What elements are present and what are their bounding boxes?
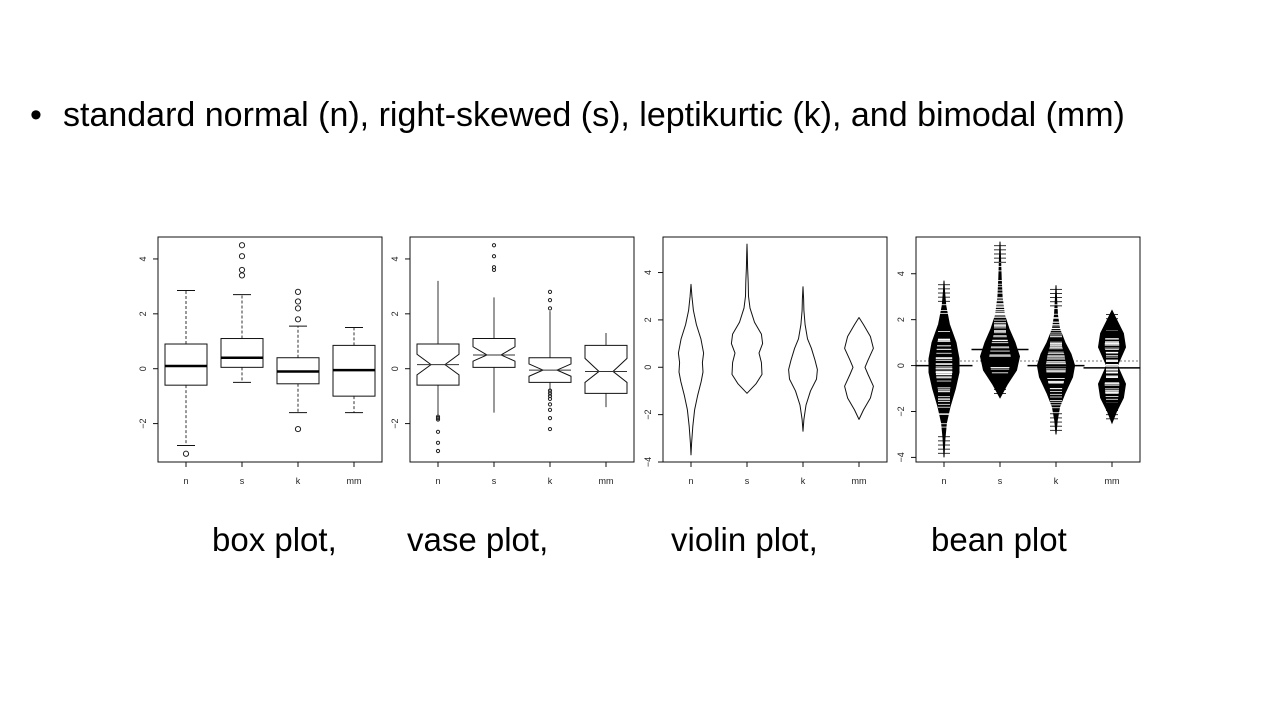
outlier-point	[547, 306, 553, 311]
violin-shape	[730, 243, 764, 394]
outlier-point	[294, 305, 302, 312]
bean-plot-chart: −4 −2 0 2 4 n s k mm	[896, 236, 1141, 486]
plot-area: −4 −2 0 2 4 n s k mm	[643, 236, 888, 486]
outlier-point	[547, 396, 553, 401]
violin-shape	[788, 286, 818, 432]
x-tick-label: s	[745, 476, 750, 486]
outlier-point	[294, 425, 302, 433]
x-tick-label: k	[1054, 476, 1059, 486]
x-tick-label: k	[296, 476, 301, 486]
outlier-point	[491, 243, 497, 248]
vase-plot-chart: −2 0 2 4 n s k mm	[390, 236, 635, 486]
outlier-point	[238, 266, 246, 274]
violin-shape	[844, 317, 874, 420]
x-tick-label: mm	[347, 476, 362, 486]
outlier-point	[238, 272, 246, 279]
bean-shape	[1036, 285, 1076, 435]
plot-frame	[662, 236, 888, 463]
x-tick-label: s	[998, 476, 1003, 486]
x-tick-label: s	[240, 476, 245, 486]
vase-body	[584, 344, 628, 394]
x-tick-label: mm	[852, 476, 867, 486]
x-tick-label: k	[548, 476, 553, 486]
caption-box-plot: box plot,	[212, 521, 337, 558]
y-tick-label: 4	[896, 271, 906, 276]
bean-shape	[979, 241, 1021, 399]
y-tick-label: −2	[390, 418, 400, 428]
y-tick-label: 2	[643, 317, 653, 322]
y-tick-label: 0	[643, 365, 653, 370]
x-tick-label: mm	[1105, 476, 1120, 486]
plot-frame	[157, 236, 383, 463]
caption-bean-plot: bean plot	[931, 521, 1067, 558]
x-tick-label: s	[492, 476, 497, 486]
y-tick-label: 4	[643, 270, 653, 275]
box-plot-chart: −2 0 2 4 n s k mm	[138, 236, 383, 486]
plot-area: −4 −2 0 2 4 n s k mm	[896, 236, 1141, 486]
x-tick-label: n	[688, 476, 693, 486]
x-tick-label: k	[801, 476, 806, 486]
outlier-point	[547, 426, 553, 432]
outlier-point	[435, 440, 441, 445]
y-tick-label: 2	[896, 317, 906, 322]
outlier-point	[547, 415, 553, 421]
outlier-point	[435, 415, 441, 421]
plot-area: −2 0 2 4 n s k mm	[138, 236, 383, 486]
bullet-symbol: •	[30, 96, 42, 134]
box-body	[220, 338, 264, 368]
y-tick-label: −4	[643, 457, 653, 467]
outlier-point	[182, 450, 190, 457]
outlier-point	[547, 402, 553, 407]
x-tick-label: n	[183, 476, 188, 486]
outlier-point	[491, 254, 497, 259]
outlier-point	[547, 407, 553, 412]
vase-body	[472, 338, 516, 368]
x-tick-label: n	[941, 476, 946, 486]
y-tick-label: 0	[138, 366, 148, 371]
outlier-point	[294, 298, 302, 305]
x-tick-label: n	[435, 476, 440, 486]
outlier-point	[491, 265, 497, 270]
caption-vase-plot: vase plot,	[407, 521, 549, 558]
plot-area: −2 0 2 4 n s k mm	[390, 236, 635, 486]
bullet-text: standard normal (n), right-skewed (s), l…	[63, 96, 1125, 134]
plot-frame	[915, 236, 1141, 463]
y-tick-label: 4	[138, 256, 148, 261]
y-tick-label: −2	[643, 409, 653, 419]
outlier-point	[435, 417, 441, 422]
outlier-point	[547, 289, 553, 294]
plot-frame	[409, 236, 635, 463]
bean-shape	[1097, 309, 1127, 425]
y-tick-label: 0	[896, 363, 906, 368]
outlier-point	[435, 448, 441, 454]
outlier-point	[547, 298, 553, 303]
y-tick-label: 0	[390, 366, 400, 371]
y-tick-label: 2	[390, 311, 400, 316]
outlier-point	[294, 316, 302, 323]
outlier-point	[435, 429, 441, 434]
violin-shape	[677, 283, 705, 456]
y-tick-label: −2	[138, 418, 148, 428]
outlier-point	[238, 242, 246, 249]
x-tick-label: mm	[599, 476, 614, 486]
outlier-point	[238, 253, 246, 260]
outlier-point	[294, 288, 302, 295]
violin-plot-chart: −4 −2 0 2 4 n s k mm	[643, 236, 888, 486]
box-body	[164, 343, 208, 386]
caption-violin-plot: violin plot,	[671, 521, 818, 558]
y-tick-label: 4	[390, 256, 400, 261]
y-tick-label: 2	[138, 311, 148, 316]
y-tick-label: −2	[896, 406, 906, 416]
y-tick-label: −4	[896, 452, 906, 462]
